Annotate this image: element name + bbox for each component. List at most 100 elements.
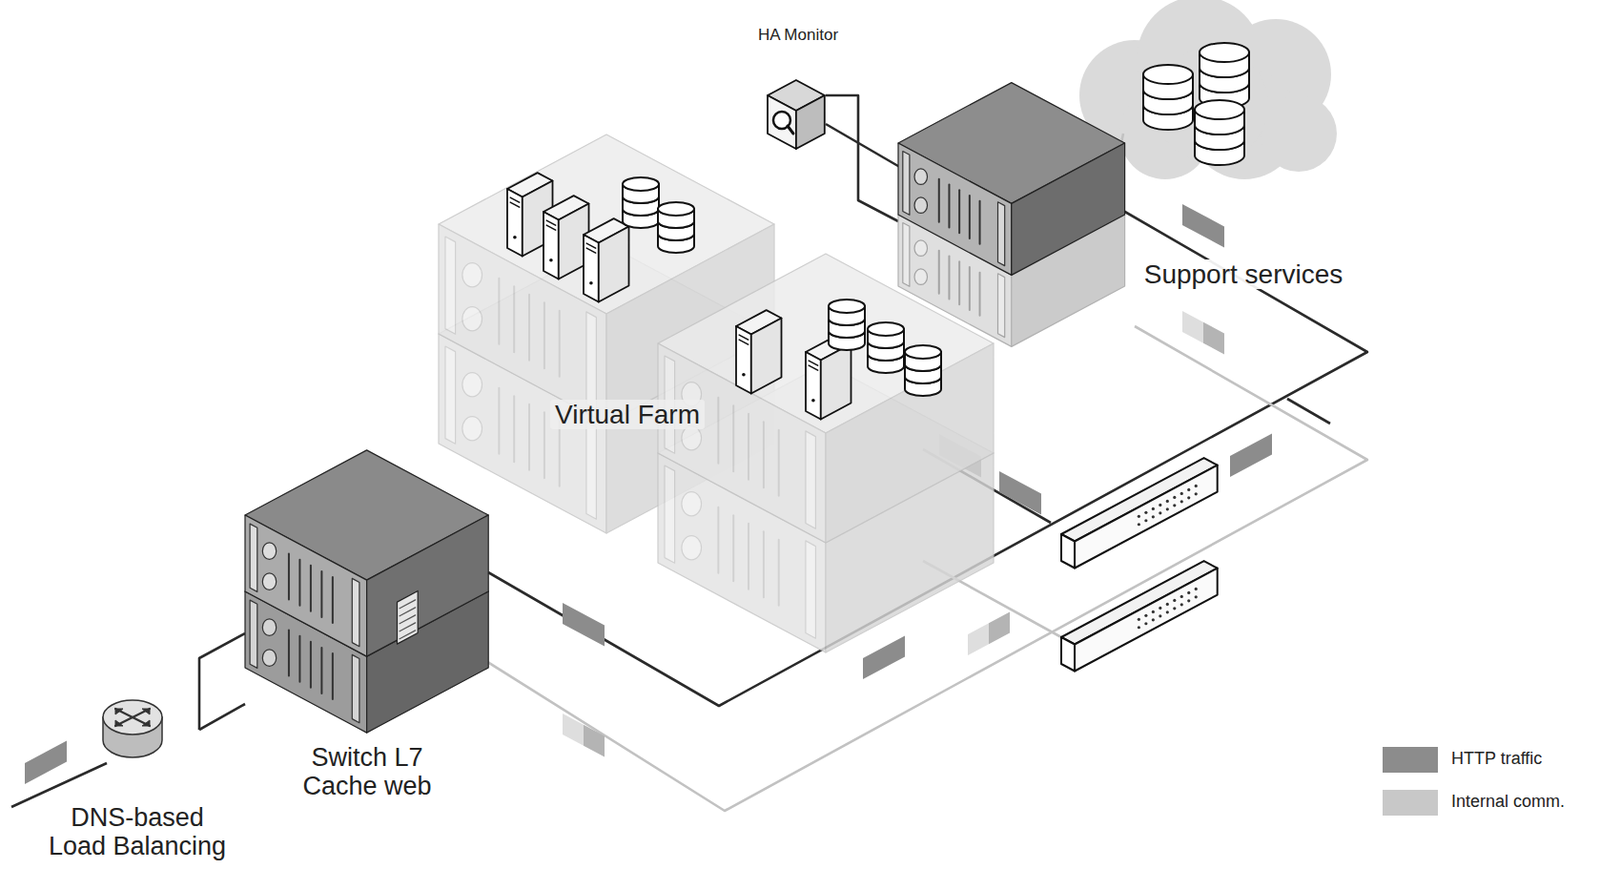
disk-top bbox=[657, 202, 695, 216]
disk-top bbox=[828, 299, 865, 313]
rack-slot bbox=[287, 553, 290, 600]
rack-slot bbox=[732, 405, 735, 472]
database-symbol bbox=[828, 299, 865, 350]
port-dot bbox=[1172, 598, 1176, 602]
rack-slot bbox=[331, 653, 334, 699]
rack-slot bbox=[778, 430, 780, 496]
disk-top bbox=[622, 177, 659, 191]
magnifier-handle bbox=[787, 125, 794, 134]
legend-swatch bbox=[1382, 789, 1438, 816]
front-face bbox=[736, 326, 752, 394]
rack-handle bbox=[664, 465, 676, 563]
rack-slot bbox=[309, 641, 312, 688]
traffic-packet bbox=[967, 622, 989, 656]
rack-slot bbox=[938, 179, 941, 223]
drive-bay bbox=[546, 220, 556, 226]
port-dot bbox=[1187, 598, 1190, 602]
port-dot bbox=[1180, 492, 1184, 495]
database-symbol bbox=[1143, 64, 1193, 130]
rack-handle bbox=[351, 577, 360, 646]
port-dot bbox=[1187, 591, 1190, 595]
component-label: DNS-based Load Balancing bbox=[41, 802, 233, 861]
rack-slot bbox=[747, 413, 750, 480]
power-button bbox=[549, 258, 554, 263]
port-dot bbox=[1180, 602, 1184, 606]
rack-slot bbox=[717, 507, 719, 574]
http-wire bbox=[1287, 398, 1331, 424]
rack-fan bbox=[462, 416, 483, 441]
port-dot bbox=[1137, 514, 1141, 518]
rack-slot bbox=[979, 201, 982, 245]
rack-slot bbox=[938, 250, 941, 294]
rack-fan bbox=[681, 535, 702, 560]
legend-text: Internal comm. bbox=[1451, 791, 1565, 813]
rack-fan bbox=[262, 649, 276, 667]
network-switch bbox=[1061, 457, 1218, 568]
traffic-packet bbox=[1182, 310, 1204, 344]
rack-slot bbox=[497, 278, 500, 345]
port-dot bbox=[1151, 617, 1155, 621]
port-dot bbox=[1166, 610, 1170, 614]
traffic-packet bbox=[583, 724, 605, 758]
port-dot bbox=[1144, 518, 1148, 522]
rack-slot bbox=[747, 523, 750, 590]
monitor-icon bbox=[767, 80, 825, 149]
rack-slot bbox=[331, 576, 334, 623]
power-button bbox=[589, 281, 594, 286]
component-label: HA Monitor bbox=[758, 25, 839, 44]
router-arrow bbox=[115, 708, 150, 726]
rack-slot bbox=[320, 647, 323, 694]
rack-fan bbox=[462, 263, 483, 288]
component-label: Virtual Farm bbox=[550, 399, 705, 430]
server-tower bbox=[543, 195, 590, 279]
drive-bay bbox=[738, 334, 749, 340]
port-dot bbox=[1180, 594, 1184, 598]
traffic-packet bbox=[1230, 433, 1272, 478]
traffic-packet bbox=[988, 612, 1010, 645]
drive-bay bbox=[738, 339, 749, 345]
rack-fan bbox=[914, 197, 928, 214]
side-face bbox=[367, 514, 490, 657]
disk-top bbox=[1143, 64, 1193, 84]
drive-bay bbox=[586, 243, 596, 248]
traffic-packet bbox=[24, 740, 67, 785]
port-dot bbox=[1158, 511, 1162, 514]
rack-slot bbox=[543, 411, 546, 478]
database-symbol bbox=[1194, 100, 1245, 165]
rack-slot bbox=[528, 294, 531, 361]
drive-bay bbox=[808, 360, 819, 366]
arrow-head bbox=[142, 719, 150, 726]
rack-handle bbox=[249, 599, 258, 668]
database-symbol bbox=[657, 202, 695, 253]
port-dot bbox=[1151, 514, 1155, 518]
side-face bbox=[598, 226, 630, 303]
power-button bbox=[512, 235, 517, 240]
rack-fan bbox=[462, 307, 483, 331]
rack-slot bbox=[947, 184, 950, 228]
drive-bay bbox=[510, 202, 520, 207]
rack-slot bbox=[298, 559, 301, 606]
port-dot bbox=[1137, 625, 1141, 629]
cloud-puff bbox=[1260, 95, 1337, 172]
port-slot bbox=[399, 622, 416, 632]
database-symbol bbox=[904, 345, 942, 396]
port-dot bbox=[1172, 495, 1176, 499]
front-face bbox=[1061, 533, 1075, 569]
front-face bbox=[898, 143, 1012, 275]
port-dot bbox=[1166, 602, 1170, 606]
port-dot bbox=[1166, 499, 1170, 503]
rack-handle bbox=[998, 273, 1006, 338]
port-dot bbox=[1144, 621, 1148, 625]
rack-handle bbox=[902, 151, 910, 216]
rack-handle bbox=[805, 430, 817, 529]
rack-slot bbox=[287, 630, 290, 677]
side-face bbox=[1074, 465, 1218, 569]
scene bbox=[11, 0, 1368, 811]
server-tower bbox=[583, 218, 630, 302]
port-dot bbox=[1137, 617, 1141, 621]
rack-slot bbox=[762, 531, 765, 597]
port-dot bbox=[1172, 503, 1176, 507]
network-switch bbox=[1061, 560, 1218, 671]
rack-fan bbox=[262, 573, 276, 591]
